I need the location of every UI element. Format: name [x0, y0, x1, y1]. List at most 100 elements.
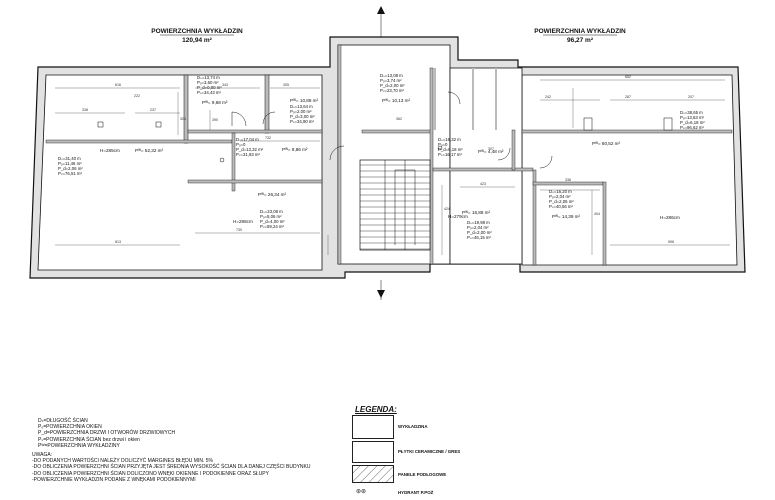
room-stat: Dₛ=13,64 m — [290, 104, 313, 109]
room-carpet-area: Pᵂ= 52,32 m² — [135, 148, 163, 153]
room-stat: P_d=0,00 m² — [197, 85, 222, 90]
room-height: H=285cm — [100, 148, 120, 153]
room-stat: Pₒ=0 — [438, 142, 448, 147]
room-stat: Dₛ=19,98 m — [467, 220, 490, 225]
definitions-block: Dₛ=DŁUGOŚĆ ŚCIAN Pₒ=POWIERZCHNIA OKIEN P… — [38, 418, 175, 449]
dim-label: 287 — [625, 95, 631, 99]
room-stat: Pₛ=16,17 m² — [438, 152, 463, 157]
legend-swatch-panels — [352, 465, 394, 483]
room-carpet-area: Pᵂ= 10,13 m² — [382, 98, 410, 103]
room-height: H=279cm — [448, 214, 468, 219]
dim-label: 237 — [150, 108, 156, 112]
dim-label: 305 — [283, 83, 289, 87]
room-stat: Pₒ=2,00 m² — [290, 109, 312, 114]
legend-label: WYKŁADZINA — [398, 424, 428, 429]
room-carpet-area: Pᵂ= 60,52 m² — [592, 141, 620, 146]
room-1: Dₛ=13,74 m Pₒ=3,60 m² P_d=0,00 m² Pₛ=34,… — [197, 75, 228, 105]
room-8: H=279cm Dₛ=19,98 m Pₒ=2,04 m² P_d=2,00 m… — [448, 210, 492, 240]
room-stat: Pₒ=13,63 m² — [680, 115, 705, 120]
room-6: H=288cm Dₛ=23,08 m Pₒ=5,06 m² P_d=4,00 m… — [233, 192, 286, 229]
room-stat: Dₛ=13,08 m — [380, 73, 403, 78]
definition-line: P_d=POWIERZCHNIA DRZWI I OTWORÓW DRZWIOW… — [38, 430, 176, 437]
room-stat: Dₛ=23,08 m — [260, 209, 283, 214]
dim-label: 652 — [625, 75, 631, 79]
columns — [97, 117, 673, 131]
room-stat: Dₛ=16,32 m — [438, 137, 461, 142]
definition-line: Pᵂ=POWIERZCHNIA WYKŁADZINY — [38, 442, 120, 449]
room-stat: P_d=2,00 m² — [467, 230, 492, 235]
room-stat: Pₒ=3,74 m² — [380, 78, 402, 83]
dim-label: 390 — [212, 118, 218, 122]
room-stat: Dₛ=17,04 m — [236, 137, 259, 142]
room-stat: Pₛ=34,43 m² — [197, 90, 222, 95]
dim-label: 362 — [396, 117, 402, 121]
dim-label: 404 — [594, 212, 600, 216]
room-stat: Pₒ=2,04 m² — [549, 194, 571, 199]
remarks-title: UWAGA: — [32, 452, 53, 458]
room-stat: Pₛ=46,15 m² — [467, 235, 492, 240]
room-stat: Pₛ=40,56 m² — [549, 204, 574, 209]
room-stat: Dₛ=38,65 m — [680, 110, 703, 115]
room-3: Dₛ=13,08 m Pₒ=3,74 m² P_d=2,00 m² Pₛ=23,… — [380, 73, 410, 103]
room-stat: Pₒ=11,46 m² — [58, 161, 82, 166]
room-stat: Pₒ=3,60 m² — [197, 80, 219, 85]
staircase — [359, 159, 431, 251]
remark-line: -POWIERZCHNIE WYKŁADZIN PODANE Z WNĘKAMI… — [32, 476, 196, 483]
room-carpet-area: Pᵂ= 4,48 m² — [478, 149, 504, 154]
room-2: Dₛ=13,64 m Pₒ=2,00 m² P_d=3,00 m² Pₛ=34,… — [290, 98, 318, 124]
room-stat: P_d=2,06 m² — [58, 166, 83, 171]
dim-label: 242 — [545, 95, 551, 99]
definition-line: Pₛ=POWIERZCHNIA ŚCIAN bez drzwi i okien — [38, 436, 140, 443]
room-10: H=286cm Dₛ=16,20 m Pₒ=2,04 m² P_d=2,06 m… — [549, 189, 680, 220]
legend-label: PŁYTKI CERAMICZNE / GRES — [398, 449, 461, 454]
room-carpet-area: Pᵂ= 16,88 m² — [462, 210, 490, 215]
room-stat: Pₛ=34,90 m² — [290, 119, 315, 124]
remarks-block: UWAGA: -DO PODANYCH WARTOŚCI NALEŻY DOLI… — [32, 452, 310, 483]
room-stat: Dₛ=16,20 m — [549, 189, 572, 194]
room-4: Dₛ=17,04 m Pₒ=0 P_d=13,32 m² Pₛ=31,93 m²… — [236, 137, 308, 157]
room-stat: Pₛ=96,62 m² — [680, 125, 705, 130]
remark-line: -DO PODANYCH WARTOŚCI NALEŻY DOLICZYĆ MA… — [32, 458, 213, 465]
legend-label: HYDRANT P.POŻ — [398, 490, 434, 495]
room-stat: P_d=13,32 m² — [236, 147, 264, 152]
dimension-lines — [55, 79, 730, 255]
hydrant-icon — [219, 145, 443, 163]
legend-label: PANELE PODŁOGOWE — [398, 472, 447, 477]
room-stat: Pₒ=2,04 m² — [467, 225, 489, 230]
right-area-value: 96,27 m² — [567, 37, 594, 44]
dim-label: 338 — [82, 108, 88, 112]
room-stat: P_d=4,00 m² — [260, 219, 285, 224]
dim-label: 424 — [444, 207, 450, 211]
room-stat: Pₛ=76,51 m² — [58, 171, 83, 176]
room-height: H=288cm — [233, 219, 253, 224]
room-stat: Dₛ=13,74 m — [197, 75, 220, 80]
dim-label: 207 — [688, 95, 694, 99]
dim-label: 596 — [668, 240, 674, 244]
remark-line: -DO OBLICZENIA POWIERZCHNI ŚCIAN DOLICZO… — [32, 470, 269, 477]
remark-line: -DO OBLICZENIA POWIERZCHNI ŚCIAN PRZYJĘT… — [32, 464, 311, 471]
dim-label: 616 — [115, 83, 121, 87]
dim-label: 732 — [265, 136, 271, 140]
dim-label: 304 — [180, 117, 186, 121]
right-area-title: POWIERZCHNIA WYKŁADZIN — [534, 28, 626, 35]
door-swings — [231, 91, 553, 169]
room-stat: Pₒ=0 — [236, 142, 246, 147]
left-area-title: POWIERZCHNIA WYKŁADZIN — [151, 28, 243, 35]
room-stat: Pₛ=31,93 m² — [236, 152, 261, 157]
room-height: H=286cm — [660, 215, 680, 220]
room-stat: P_d=2,06 m² — [549, 199, 574, 204]
room-carpet-area: Pᵂ= 8,86 m² — [282, 147, 308, 152]
dim-label: 336 — [565, 178, 571, 182]
definition-line: Dₛ=DŁUGOŚĆ ŚCIAN — [38, 418, 88, 424]
room-stat: P_d=6,18 m² — [438, 147, 463, 152]
room-9: Dₛ=38,65 m Pₒ=13,63 m² P_d=6,18 m² Pₛ=96… — [592, 110, 705, 146]
room-carpet-area: Pᵂ= 14,39 m² — [552, 214, 580, 219]
room-stat: P_d=2,00 m² — [380, 83, 405, 88]
room-stat: Pₒ=5,06 m² — [260, 214, 282, 219]
definition-line: Pₒ=POWIERZCHNIA OKIEN — [38, 424, 102, 431]
room-7: Dₛ=16,32 m Pₒ=0 P_d=6,18 m² Pₛ=16,17 m² … — [438, 137, 504, 157]
dim-label: 813 — [115, 240, 121, 244]
dim-label: 730 — [236, 228, 242, 232]
dim-label: 222 — [134, 94, 140, 98]
